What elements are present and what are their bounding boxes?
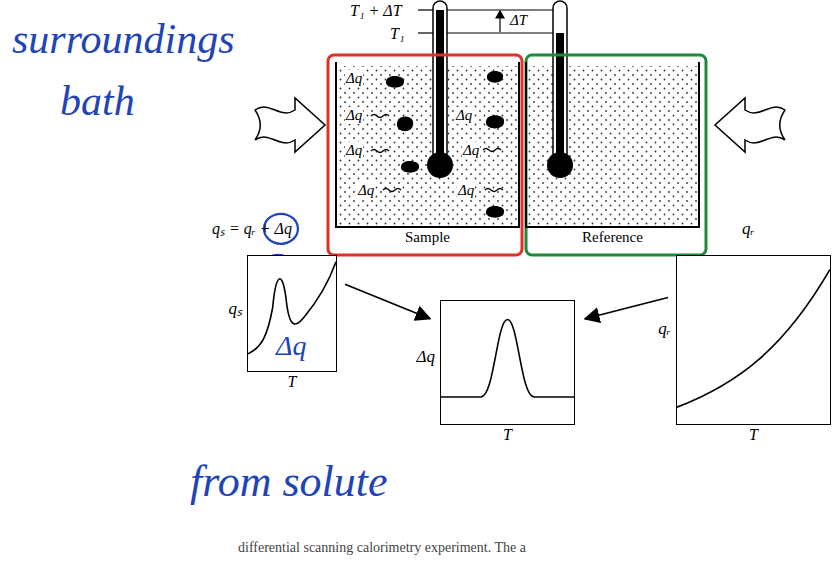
heat-label: Δq: [455, 107, 473, 124]
temperature-label: T₁: [390, 25, 404, 43]
flow-arrow: [585, 298, 668, 319]
sample-beaker: ΔqΔqΔqΔqΔqΔqΔqSample: [335, 62, 520, 228]
heat-label: Δq: [357, 182, 375, 199]
plot-curve: [677, 256, 830, 424]
heat-arrow: [715, 98, 785, 152]
flow-arrow: [345, 284, 430, 319]
handwritten-note: surroundings: [12, 16, 235, 62]
sample-outline: [328, 55, 522, 255]
heat-label: Δq: [462, 142, 480, 159]
heat-squiggles: [371, 115, 503, 192]
temperature-label: T₁ + ΔT: [350, 2, 402, 20]
axis-label: qₛ: [229, 300, 243, 319]
heat-arrow: [255, 98, 325, 152]
vessel-label: Reference: [582, 229, 643, 246]
thermometer: [547, 1, 573, 178]
plot-box: ΔqT: [440, 300, 575, 425]
heat-label: Δq: [345, 107, 363, 124]
delta-label: ΔT: [510, 12, 527, 29]
caption-fragment: differential scanning calorimetry experi…: [238, 540, 526, 555]
handwritten-note: bath: [60, 78, 135, 124]
heat-label: Δq: [345, 70, 363, 87]
axis-label: T: [749, 426, 758, 444]
axis-label: Δq: [417, 348, 435, 367]
handwritten-note: from solute: [190, 458, 388, 506]
axis-label: qᵣ: [658, 320, 671, 339]
level-lines: [418, 10, 553, 33]
handwritten-note: Δq: [276, 331, 306, 362]
axis-label: T: [503, 426, 512, 444]
plot-box: qᵣT: [676, 255, 831, 425]
heat-label: Δq: [345, 142, 363, 159]
sample-liquid: [338, 66, 517, 225]
vessel-label: Sample: [405, 229, 450, 246]
reference-beaker: Reference: [525, 62, 700, 228]
thermometer: [427, 1, 453, 178]
plot-curve: [441, 301, 574, 424]
reference-outline: [526, 55, 706, 255]
heat-label: qᵣ: [742, 220, 755, 239]
heat-label: Δq: [457, 182, 475, 199]
equation-label: qₛ = qᵣ + Δq: [212, 220, 292, 238]
solute-particles: [386, 71, 504, 218]
axis-label: T: [288, 373, 297, 391]
